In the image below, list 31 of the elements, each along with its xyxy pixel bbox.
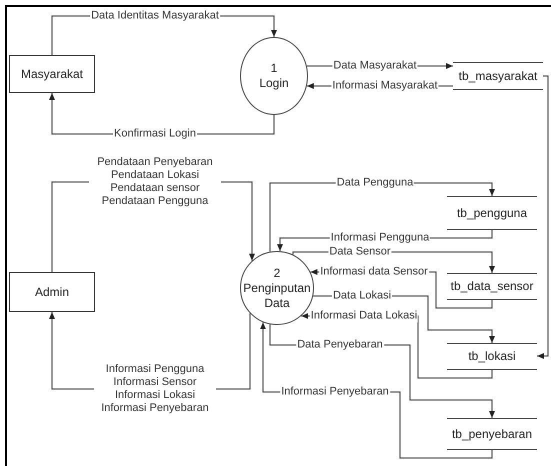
process-name: Penginputan Data <box>242 280 312 310</box>
entity-name: Admin <box>34 284 69 300</box>
data-flow-arrow <box>536 76 548 359</box>
edge-label: Informasi Pengguna Informasi Sensor Informasi Lokasi Informasi Penyebaran <box>94 363 216 415</box>
edge-label: Konfirmasi Login <box>113 128 197 140</box>
edge-label: Data Masyarakat <box>332 60 418 72</box>
data-store <box>447 343 537 370</box>
edge-label: Informasi Data Lokasi <box>310 310 418 322</box>
process-circle <box>240 37 308 115</box>
edge-label: Informasi Pengguna <box>330 232 430 244</box>
process-name: Login <box>259 76 289 91</box>
edge-label: Data Pengguna <box>336 176 414 190</box>
edge-label: Informasi Penyebaran <box>280 386 390 398</box>
data-store <box>447 196 537 230</box>
edge-label: Pendataan Penyebaran Pendataan Lokasi Pendataan sensor Pendataan Pengguna <box>89 156 221 208</box>
data-store <box>453 62 543 90</box>
process-number: 2 <box>274 266 280 280</box>
edge-label: Data Penyebaran <box>296 338 384 352</box>
table-name: tb_data_sensor <box>450 279 534 294</box>
external-entity-box <box>9 55 95 93</box>
table-name: tb_pengguna <box>456 206 528 220</box>
table-name: tb_masyarakat <box>458 68 538 84</box>
external-entity-box <box>9 272 95 312</box>
edge-label: Informasi Masyarakat <box>331 80 439 92</box>
process-number: 1 <box>270 61 278 76</box>
entity-name: Masyarakat <box>20 66 84 82</box>
table-name: tb_lokasi <box>468 349 516 364</box>
data-store <box>447 418 537 450</box>
data-store <box>447 273 537 300</box>
table-name: tb_penyebaran <box>452 426 532 442</box>
edge-label: Data Identitas Masyarakat <box>90 10 220 22</box>
